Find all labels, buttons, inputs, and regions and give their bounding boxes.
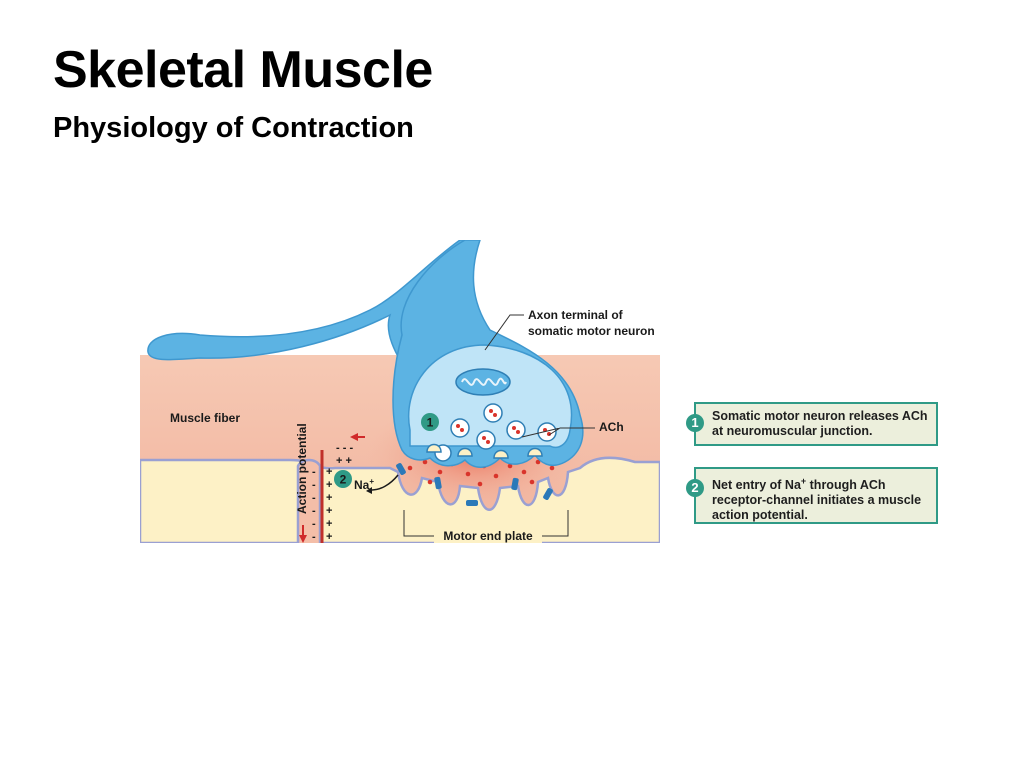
callout-step-2: 2 Net entry of Na+ through ACh receptor-… bbox=[686, 467, 938, 524]
svg-text:+: + bbox=[326, 518, 332, 530]
axon-terminal-label-line2: somatic motor neuron bbox=[528, 324, 655, 338]
svg-text:+: + bbox=[326, 466, 332, 478]
callout-step-1: 1 Somatic motor neuron releases ACh at n… bbox=[686, 402, 938, 446]
svg-text:-: - bbox=[312, 505, 316, 517]
t-tubule bbox=[296, 458, 322, 543]
svg-text:-: - bbox=[312, 466, 316, 478]
callout-2-text: Net entry of Na+ through ACh receptor-ch… bbox=[712, 476, 922, 523]
svg-text:+: + bbox=[326, 531, 332, 543]
muscle-fiber-label: Muscle fiber bbox=[170, 411, 240, 425]
callout-1-text: Somatic motor neuron releases ACh at neu… bbox=[712, 409, 928, 438]
svg-text:+: + bbox=[326, 479, 332, 491]
svg-text:-: - bbox=[312, 479, 316, 491]
action-potential-arrow-down bbox=[299, 535, 307, 543]
ach-leader bbox=[521, 427, 595, 438]
svg-text:- - -: - - - bbox=[336, 442, 353, 454]
mitochondrion bbox=[455, 368, 511, 396]
svg-text:-: - bbox=[312, 518, 316, 530]
callout-1-badge: 1 bbox=[686, 414, 704, 432]
step-1-badge: 1 bbox=[421, 413, 439, 431]
axon-terminal-cross-section bbox=[408, 344, 573, 449]
svg-text:+: + bbox=[326, 492, 332, 504]
synaptic-vesicles bbox=[434, 403, 557, 462]
axon-terminal-label-line1: Axon terminal of bbox=[528, 308, 624, 322]
ach-receptor-channels bbox=[396, 463, 553, 506]
neuromuscular-junction-diagram: 1 2 ++++++ ------ + +- - - Muscle fiber … bbox=[140, 240, 660, 543]
axon-terminal-leader bbox=[484, 314, 524, 351]
slide-subtitle: Physiology of Contraction bbox=[53, 112, 414, 144]
na-label: Na+ bbox=[354, 477, 374, 492]
ach-label: ACh bbox=[599, 420, 624, 434]
action-potential-arrow-top bbox=[350, 433, 358, 441]
svg-text:-: - bbox=[312, 531, 316, 543]
svg-text:+ +: + + bbox=[336, 455, 352, 467]
muscle-cytoplasm bbox=[140, 456, 660, 543]
na-entry-arrow bbox=[371, 474, 399, 491]
svg-text:1: 1 bbox=[427, 416, 434, 430]
svg-text:-: - bbox=[312, 492, 316, 504]
motor-end-plate-label: Motor end plate bbox=[443, 529, 533, 543]
svg-text:+: + bbox=[326, 505, 332, 517]
svg-text:2: 2 bbox=[340, 473, 347, 487]
action-potential-label: Action potential bbox=[295, 423, 309, 514]
step-2-badge: 2 bbox=[334, 470, 352, 488]
callout-2-badge: 2 bbox=[686, 479, 704, 497]
exocytosis-sites bbox=[426, 443, 543, 459]
membrane-charges: ++++++ ------ + +- - - bbox=[312, 442, 353, 543]
slide-title: Skeletal Muscle bbox=[53, 41, 433, 99]
